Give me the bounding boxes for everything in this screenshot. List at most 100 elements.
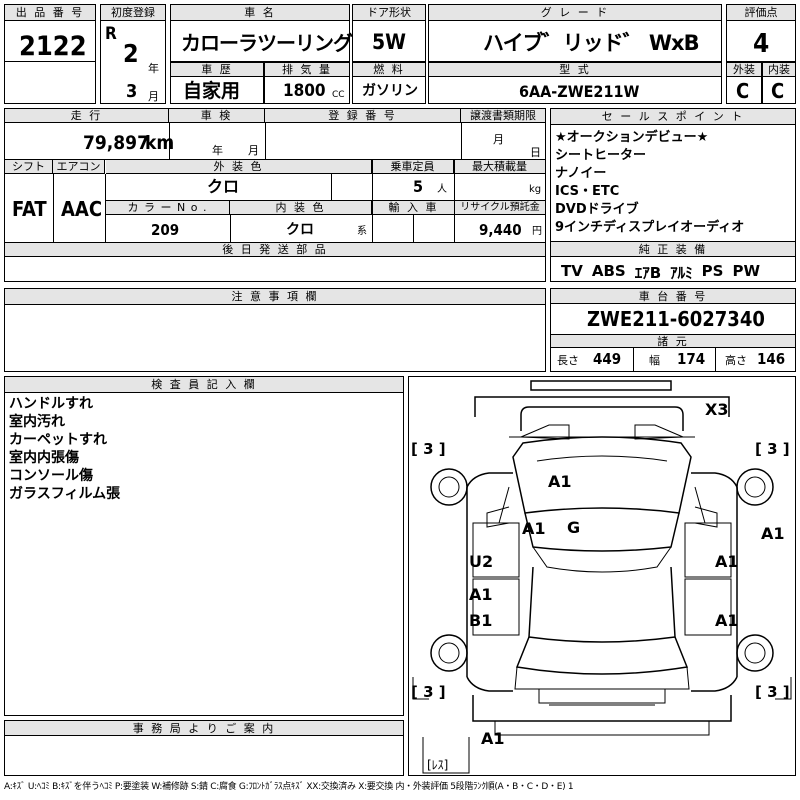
grade-label: グ レ ー ド xyxy=(429,5,721,21)
car-name: カローラツーリング xyxy=(181,31,353,55)
tire-tread-rear-right: [ 3 ] xyxy=(755,683,790,701)
sales-points-label: セ ー ル ス ポ イ ン ト xyxy=(551,109,795,125)
interior-color-label: 内 装 色 xyxy=(230,201,372,215)
list-item: 室内汚れ xyxy=(9,414,65,430)
interior-color-value: クロ xyxy=(286,222,314,238)
divider xyxy=(372,160,373,242)
damage-legend: A:ｷｽﾞ U:ﾍｺﾐ B:ｷｽﾞを伴うﾍｺﾐ P:要塗装 W:補修跡 S:錆 … xyxy=(4,782,574,792)
first-registration-box: 初度登録 R 2 年 3 月 xyxy=(100,4,166,104)
damage-mark-glass: G xyxy=(567,518,581,537)
equipment-item: PW xyxy=(732,262,760,280)
list-item: ★オークションデビュー★ xyxy=(555,130,709,145)
ac-value: AAC xyxy=(61,197,103,221)
history-box: 車 歴 自家用 xyxy=(170,62,264,104)
inspection-month-unit: 月 xyxy=(248,144,259,157)
damage-mark-right-rear-door: A1 xyxy=(715,611,739,630)
damage-mark-left-front-door: U2 xyxy=(469,552,494,571)
divider xyxy=(5,61,95,62)
fuel-label: 燃 料 xyxy=(353,63,425,77)
recycle-fee-label: リサイクル預託金 xyxy=(455,201,545,215)
office-notice-box: 事 務 局 よ り ご 案 内 xyxy=(4,720,404,776)
equipment-item: PS xyxy=(701,262,724,280)
interior-grade-box: 内装 C xyxy=(762,62,796,104)
office-notice-label: 事 務 局 よ り ご 案 内 xyxy=(5,721,403,736)
list-item: ナノイー xyxy=(555,166,607,181)
list-item: コンソール傷 xyxy=(9,468,93,484)
equipment-item: TV xyxy=(561,262,583,280)
equipment-label: 純 正 装 備 xyxy=(551,242,795,257)
damage-mark-right-fender: A1 xyxy=(761,524,785,543)
model-label: 型 式 xyxy=(429,63,721,77)
divider xyxy=(461,123,462,159)
equipment-item: ｴｱB xyxy=(634,264,662,282)
divider xyxy=(551,334,795,335)
lot-number-label: 出 品 番 号 xyxy=(5,5,95,21)
seats-value: 5 xyxy=(413,177,424,196)
length-label: 長さ xyxy=(557,354,579,367)
notes-box: 注 意 事 項 欄 xyxy=(4,288,546,372)
registration-number-label: 登 録 番 号 xyxy=(265,109,461,123)
divider xyxy=(265,123,266,159)
model-value: 6AA-ZWE211W xyxy=(519,82,640,101)
max-load-unit: kg xyxy=(529,184,542,195)
damage-mark-left-rear-fender: B1 xyxy=(469,611,493,630)
dimensions-label: 諸 元 xyxy=(551,335,795,348)
later-parts-label: 後 日 発 送 部 品 xyxy=(5,243,545,257)
mileage-unit: km xyxy=(145,132,175,154)
list-item: 室内内張傷 xyxy=(9,450,79,466)
damage-mark-left-rear-door: A1 xyxy=(469,585,493,604)
inspection-label: 車 検 xyxy=(169,109,265,123)
list-item: DVDドライブ xyxy=(555,202,639,217)
import-label: 輸 入 車 xyxy=(373,201,454,215)
lot-number: 2122 xyxy=(19,31,87,62)
divider xyxy=(413,215,414,242)
score-box: 評価点 4 xyxy=(726,4,796,62)
transfer-day-unit: 日 xyxy=(530,146,541,159)
spare-tire-status: [ﾚｽ] xyxy=(427,758,449,772)
list-item: ガラスフィルム張 xyxy=(9,486,121,502)
color-number-label: カ ラ ー N o . xyxy=(106,201,230,215)
divider xyxy=(551,241,795,242)
interior-grade-value: C xyxy=(771,79,785,103)
tire-tread-front-left: [ 3 ] xyxy=(411,440,446,458)
displacement-label: 排 気 量 xyxy=(265,63,349,77)
interior-color-suffix: 系 xyxy=(357,226,367,237)
divider xyxy=(5,159,545,160)
fuel-box: 燃 料 ガソリン xyxy=(352,62,426,104)
length-value: 449 xyxy=(593,350,622,368)
list-item: ハンドルすれ xyxy=(9,396,93,412)
tire-tread-front-right: [ 3 ] xyxy=(755,440,790,458)
divider xyxy=(169,123,170,159)
chassis-box: 車 台 番 号 ZWE211-6027340 諸 元 長さ 449 幅 174 … xyxy=(550,288,796,372)
lot-number-box: 出 品 番 号 2122 xyxy=(4,4,96,104)
grade-box: グ レ ー ド ハイブ゛リッド゛ WxB xyxy=(428,4,722,62)
transfer-month-unit: 月 xyxy=(493,133,504,146)
divider xyxy=(715,348,716,372)
list-item: シートヒーター xyxy=(555,148,647,163)
displacement-box: 排 気 量 1800 CC xyxy=(264,62,350,104)
list-item: ICS・ETC xyxy=(555,184,620,199)
divider xyxy=(53,174,54,242)
interior-grade-label: 内装 xyxy=(763,63,795,77)
ac-label: エアコン xyxy=(53,160,105,174)
divider xyxy=(633,348,634,372)
mileage-label: 走 行 xyxy=(5,109,169,123)
list-item: カーペットすれ xyxy=(9,432,107,448)
mileage-value: 79,897 xyxy=(83,132,149,154)
sales-points-list: ★オークションデビュー★ シートヒーター ナノイー ICS・ETC DVDドライ… xyxy=(555,131,744,239)
chassis-label: 車 台 番 号 xyxy=(551,289,795,304)
height-label: 高さ xyxy=(725,354,747,367)
first-registration-label: 初度登録 xyxy=(101,5,165,21)
equipment-item: ABS xyxy=(591,262,626,280)
divider xyxy=(331,174,332,200)
door-label: ドア形状 xyxy=(353,5,425,21)
exterior-color-label: 外 装 色 xyxy=(106,160,372,174)
history-label: 車 歴 xyxy=(171,63,263,77)
sales-points-box: セ ー ル ス ポ イ ン ト ★オークションデビュー★ シートヒーター ナノイ… xyxy=(550,108,796,282)
door-box: ドア形状 5W xyxy=(352,4,426,62)
registration-month: 3 xyxy=(126,81,138,102)
car-name-box: 車 名 カローラツーリング xyxy=(170,4,353,62)
displacement-value: 1800 xyxy=(283,81,326,101)
color-number-value: 209 xyxy=(151,221,180,239)
exterior-grade-box: 外装 C xyxy=(726,62,762,104)
